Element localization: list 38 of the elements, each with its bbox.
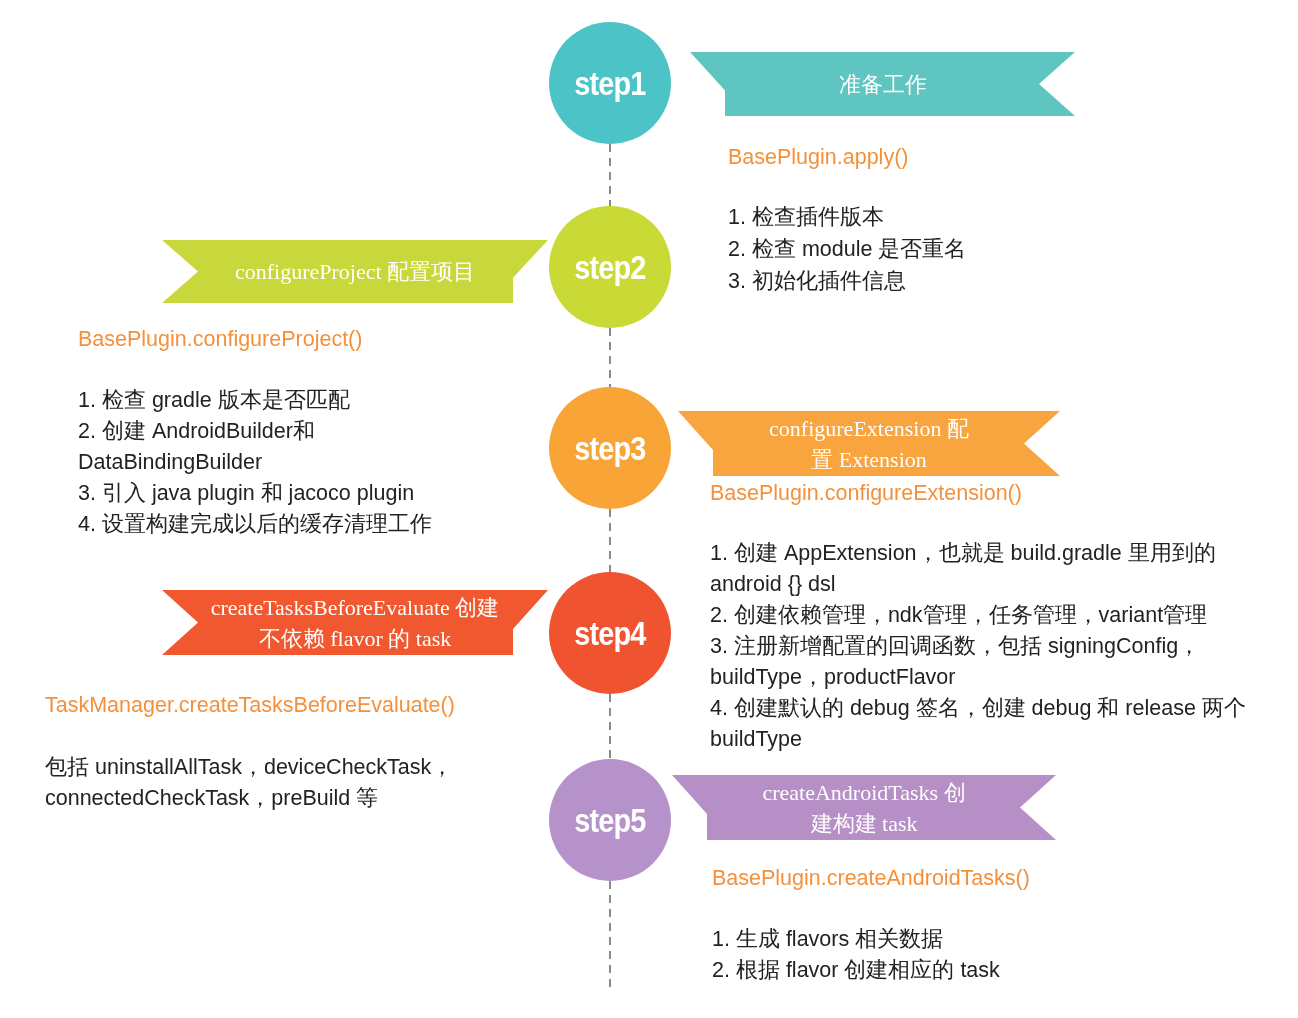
step-description: 2. 创建 AndroidBuilder和 DataBindingBuilder bbox=[78, 418, 316, 476]
dashed-connector bbox=[609, 508, 611, 573]
ribbon-banner bbox=[678, 411, 1060, 476]
banner-title: createAndroidTasks 创建构建 task bbox=[761, 778, 967, 838]
method-name: BasePlugin.createAndroidTasks() bbox=[712, 865, 1031, 892]
step-description: 1. 生成 flavors 相关数据 bbox=[712, 926, 945, 953]
step-label: step2 bbox=[574, 247, 646, 287]
ribbon-banner bbox=[162, 590, 548, 655]
step-description: 2. 创建依赖管理，ndk管理，任务管理，variant管理 bbox=[710, 602, 1209, 629]
step-description: 4. 设置构建完成以后的缓存清理工作 bbox=[78, 511, 433, 538]
step-description: 2. 根据 flavor 创建相应的 task bbox=[712, 957, 1001, 984]
step-description: 3. 注册新增配置的回调函数，包括 signingConfig，buildType，productFlavor bbox=[710, 633, 1202, 691]
step-label: step3 bbox=[574, 428, 646, 468]
ribbon-banner bbox=[672, 775, 1056, 840]
step-description: 4. 创建默认的 debug 签名，创建 debug 和 release 两个 buildType bbox=[710, 695, 1247, 753]
method-name: BasePlugin.configureExtension() bbox=[710, 480, 1023, 507]
dashed-connector bbox=[609, 693, 611, 760]
method-name: BasePlugin.configureProject() bbox=[78, 326, 364, 353]
dashed-connector bbox=[609, 143, 611, 207]
banner-title: 准备工作 bbox=[837, 70, 928, 99]
step-description: 3. 初始化插件信息 bbox=[728, 268, 907, 295]
method-name: BasePlugin.apply() bbox=[728, 144, 910, 171]
step-label: step1 bbox=[574, 63, 646, 103]
ribbon-banner bbox=[162, 240, 548, 303]
banner-title: configureExtension 配置 Extension bbox=[768, 414, 970, 474]
dashed-connector bbox=[609, 327, 611, 388]
step-description: 1. 检查插件版本 bbox=[728, 204, 885, 231]
method-name: TaskManager.createTasksBeforeEvaluate() bbox=[45, 692, 456, 719]
step-description: 包括 uninstallAllTask，deviceCheckTask，connectedCheckTask，preBuild 等 bbox=[45, 754, 455, 812]
step-label: step4 bbox=[574, 613, 646, 653]
banner-title: configureProject 配置项目 bbox=[233, 258, 477, 286]
step-description: 1. 检查 gradle 版本是否匹配 bbox=[78, 387, 351, 414]
ribbon-banner bbox=[690, 52, 1075, 116]
step-label: step5 bbox=[574, 800, 646, 840]
banner-title: createTasksBeforeEvaluate 创建不依赖 flavor 的 task bbox=[209, 593, 501, 653]
step-description: 3. 引入 java plugin 和 jacoco plugin bbox=[78, 480, 416, 507]
step-description: 2. 检查 module 是否重名 bbox=[728, 236, 968, 263]
step-description: 1. 创建 AppExtension，也就是 build.gradle 里用到的 android {} dsl bbox=[710, 540, 1217, 598]
